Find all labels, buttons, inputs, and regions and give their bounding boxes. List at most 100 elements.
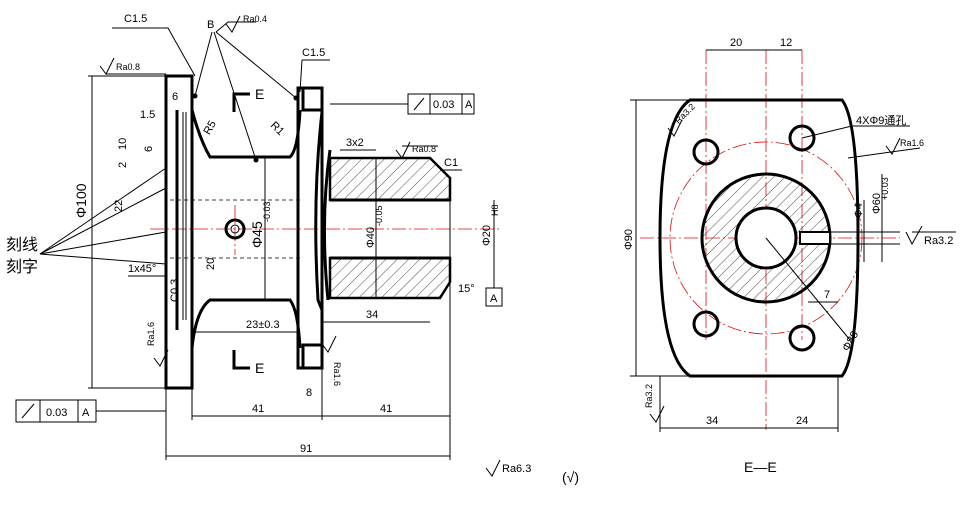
- dim-2: 2: [117, 162, 129, 168]
- leader-b-2: [213, 31, 257, 161]
- bolt-hole-bottom-right: [788, 324, 816, 352]
- sleeve-lower-section: [328, 256, 452, 300]
- leader-engraving-1: [39, 167, 167, 255]
- dim-phi40-tol: -0.05: [374, 205, 384, 226]
- dim-phi40: Φ40: [365, 227, 377, 248]
- leader-b-1: [194, 31, 213, 97]
- sleeve-upper-section: [328, 156, 452, 202]
- dim-23: 23±0.3: [246, 319, 280, 331]
- tolerance-frame-top: 0.03 A: [330, 93, 475, 115]
- right-dim-12: 12: [780, 37, 792, 49]
- roughness-symbol-ra08-left: [99, 57, 115, 75]
- b-dot-1: [192, 93, 198, 99]
- dim-10: 10: [117, 138, 129, 150]
- roughness-symbol-ra16-right: [321, 335, 337, 353]
- tol-top-box: [407, 93, 475, 115]
- ra-small-right: Ra1.6: [900, 138, 924, 148]
- inner-curved-wall-2: [322, 149, 332, 301]
- label-b: B: [207, 19, 214, 31]
- tol-bottom-symbol: [21, 403, 35, 419]
- tol-top-datum: A: [465, 99, 473, 111]
- dim-41-left: 41: [252, 403, 264, 415]
- section-cut-mark-bottom: [232, 350, 250, 370]
- note-engraving-lines: 刻线: [6, 235, 38, 254]
- flange: [164, 74, 194, 390]
- chamfer-c15-top: C1.5: [124, 13, 147, 25]
- general-roughness-bracket: (√): [562, 469, 579, 485]
- radial-hole: [224, 218, 246, 240]
- ring-flange-bottom-step: [301, 343, 324, 370]
- right-dim-phi60-tol: +0.03: [880, 177, 890, 200]
- radial-pin-hole: [799, 231, 831, 245]
- dim-22: 22: [113, 200, 125, 212]
- tol-top-symbol: [413, 97, 425, 111]
- leader-holes-note: [801, 125, 853, 139]
- leader-b-3: [215, 31, 297, 99]
- right-dim-24: 24: [796, 415, 808, 427]
- chamfer-1x45: 1x45°: [128, 263, 156, 275]
- general-roughness-note: Ra6.3 (√): [485, 459, 579, 485]
- section-label-e-bottom: E: [255, 360, 264, 376]
- dim-1-5: 1.5: [140, 109, 155, 121]
- dim-20: 20: [205, 258, 217, 270]
- b-dot-3: [293, 95, 299, 101]
- radial-hole-inner: [230, 224, 240, 234]
- leader-engraving-2: [39, 187, 167, 255]
- ring-flange-top-step: [301, 86, 324, 112]
- dim-phi100: Φ100: [73, 183, 89, 218]
- leader-phi88: [765, 237, 851, 341]
- roughness-ra08-right: Ra0.8: [412, 144, 436, 154]
- radius-r1: R1: [268, 120, 286, 138]
- right-dim-phi60: Φ60: [871, 193, 883, 214]
- roughness-symbol-ra04: [225, 15, 241, 33]
- bolt-hole-top-right: [788, 124, 816, 152]
- right-dim-phi88: Φ88: [840, 329, 861, 353]
- b-dot-2: [253, 157, 259, 163]
- ra32-left-symbol: [649, 405, 665, 423]
- tol-bottom-value: 0.03: [46, 407, 67, 419]
- leader-c15-flange-arrow: [299, 59, 303, 93]
- section-cut-mark-top: [232, 92, 250, 112]
- section-title-e-e: E—E: [744, 459, 777, 475]
- leader-ra04: [215, 21, 256, 33]
- ring-flange: [296, 86, 324, 370]
- roughness-ra16-left: Ra1.6: [146, 322, 156, 346]
- ra32-right: Ra3.2: [924, 235, 953, 247]
- dim-34: 34: [366, 309, 378, 321]
- dim-phi45: Φ45: [249, 221, 265, 248]
- roughness-ra16-right: Ra1.6: [332, 362, 342, 386]
- leader-engraving-3: [39, 231, 167, 255]
- chamfer-c15-flange: C1.5: [302, 47, 325, 59]
- note-engraving-chars: 刻字: [6, 257, 38, 276]
- right-section-view: 20 12 Φ90 4XΦ9通孔 Ra1.6 Ra3.2 Φ4 Φ60 +0.0…: [623, 37, 956, 475]
- roughness-ra04: Ra0.4: [243, 14, 267, 24]
- thread-3x2: 3x2: [346, 137, 364, 149]
- section-label-e-top: E: [255, 86, 264, 102]
- chamfer-c1: C1: [444, 157, 458, 169]
- tol-top-value: 0.03: [433, 99, 454, 111]
- tolerance-frame-bottom: 0.03 A: [15, 399, 166, 423]
- dim-phi20-tol: H8: [490, 204, 500, 216]
- ra-small-right-symbol: [885, 137, 901, 155]
- dim-6-side: 6: [143, 146, 155, 152]
- leader-c15-top: [112, 27, 196, 77]
- roughness-symbol-ra16-left: [153, 349, 169, 367]
- bolt-hole-top-left: [692, 138, 720, 166]
- bolt-circle: [669, 141, 863, 335]
- dim-41-right: 41: [380, 403, 392, 415]
- inner-curved-wall: [314, 111, 324, 311]
- ra32-right-symbol: [905, 225, 923, 246]
- general-roughness-symbol: [485, 459, 501, 477]
- right-dim-7: 7: [824, 289, 830, 301]
- holes-note: 4XΦ9通孔: [856, 114, 906, 127]
- roughness-ra08-left: Ra0.8: [116, 62, 140, 72]
- dim-8: 8: [306, 387, 312, 399]
- left-section-view: E E C1.5 B Ra0.4 C1.5 Ra0.8 0.03 A: [6, 13, 503, 460]
- right-dim-phi90: Φ90: [623, 229, 635, 250]
- bolt-hole-bottom-left: [692, 310, 720, 338]
- ra-small-top-symbol: [667, 119, 683, 137]
- dim-91: 91: [300, 443, 312, 455]
- datum-a-label: A: [490, 293, 498, 305]
- general-roughness-value: Ra6.3: [502, 463, 531, 475]
